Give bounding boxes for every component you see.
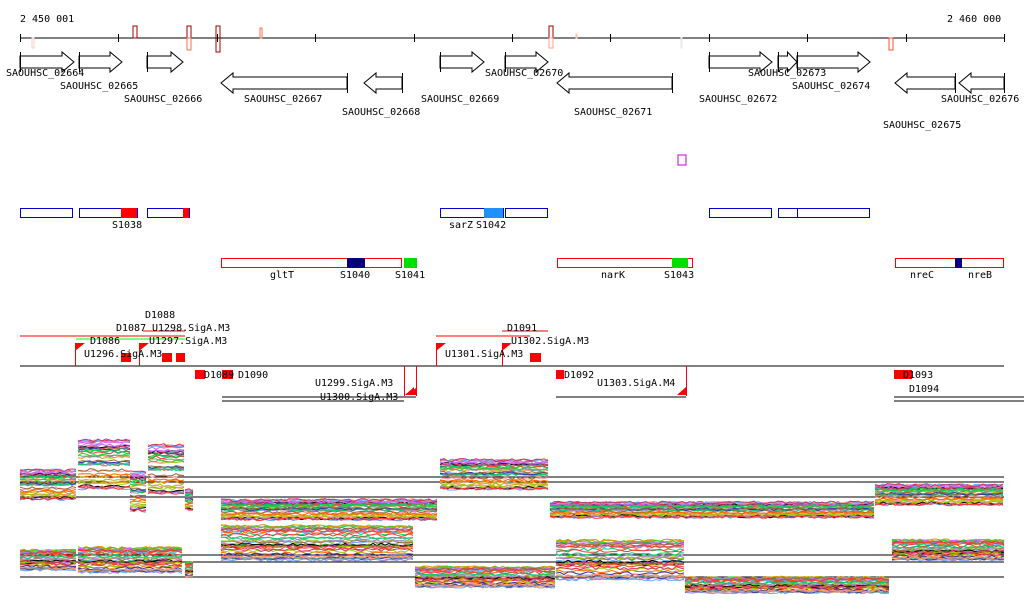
feature-label: narK xyxy=(601,270,625,281)
feature-box[interactable] xyxy=(79,208,138,218)
gene-arrow[interactable]: SAOUHSC_02671 xyxy=(556,71,673,118)
terminator-label: D1093 xyxy=(903,370,933,381)
gene-arrow[interactable]: SAOUHSC_02669 xyxy=(421,50,499,105)
gene-label: SAOUHSC_02668 xyxy=(342,107,420,118)
expression-line xyxy=(19,462,1004,512)
expression-line xyxy=(19,535,1005,585)
feature-box[interactable] xyxy=(221,258,402,268)
feature-box[interactable] xyxy=(557,258,693,268)
expression-line xyxy=(19,485,1004,522)
feature-box[interactable] xyxy=(404,258,417,268)
gene-label: SAOUHSC_02669 xyxy=(421,94,499,105)
gene-label: SAOUHSC_02665 xyxy=(60,81,138,92)
gene-arrow[interactable]: SAOUHSC_02670 xyxy=(485,50,563,79)
feature-label: S1043 xyxy=(664,270,694,281)
gene-label: SAOUHSC_02670 xyxy=(485,68,563,79)
axis-ticks xyxy=(20,34,1005,42)
feature-box[interactable] xyxy=(20,208,73,218)
promoter-label: U1301.SigA.M3 xyxy=(445,349,523,360)
expression-line xyxy=(19,544,1005,589)
expression-line xyxy=(19,554,1005,593)
promoter-label: U1296.SigA.M3 xyxy=(84,349,162,360)
feature-label: S1041 xyxy=(395,270,425,281)
feature-label: S1042 xyxy=(476,220,506,231)
expression-line xyxy=(19,438,1004,505)
terminator-label: D1090 xyxy=(238,370,268,381)
feature-label: sarZ xyxy=(449,220,473,231)
expression-line xyxy=(19,529,1005,582)
feature-box[interactable] xyxy=(440,208,504,218)
feature-label: S1040 xyxy=(340,270,370,281)
feature-label: nreC xyxy=(910,270,934,281)
expression-line xyxy=(19,478,1004,519)
feature-box[interactable] xyxy=(505,208,548,218)
gene-label: SAOUHSC_02673 xyxy=(748,68,826,79)
promoter-label: U1299.SigA.M3 xyxy=(315,378,393,389)
promoter-label: U1298.SigA.M3 xyxy=(152,323,230,334)
feature-label: gltT xyxy=(270,270,294,281)
gene-arrow[interactable]: SAOUHSC_02672 xyxy=(699,50,777,105)
coordinate-axis: 2 450 001 2 460 000 xyxy=(20,14,1005,53)
promoter-label: U1302.SigA.M3 xyxy=(511,336,589,347)
feature-box[interactable] xyxy=(895,258,1004,268)
feature-box[interactable] xyxy=(778,208,870,218)
axis-start-label: 2 450 001 xyxy=(20,14,74,25)
gene-arrow[interactable]: SAOUHSC_02674 xyxy=(792,50,871,92)
terminator-label: D1087 xyxy=(116,323,146,334)
minus-strand-features: gltT S1040 S1041 narK S1043 nreC nreB xyxy=(221,258,1004,281)
gene-label: SAOUHSC_02674 xyxy=(792,81,870,92)
gene-arrow[interactable]: SAOUHSC_02676 xyxy=(941,71,1019,105)
gene-label: SAOUHSC_02676 xyxy=(941,94,1019,105)
terminator-label: D1092 xyxy=(564,370,594,381)
gene-label: SAOUHSC_02671 xyxy=(574,107,652,118)
gene-arrow[interactable]: SAOUHSC_02673 xyxy=(748,50,826,79)
gene-arrow[interactable]: SAOUHSC_02665 xyxy=(60,50,138,92)
feature-marker[interactable] xyxy=(677,154,687,166)
feature-box[interactable] xyxy=(709,208,772,218)
terminator-label: D1091 xyxy=(507,323,537,334)
gene-arrow[interactable]: SAOUHSC_02675 xyxy=(883,71,961,131)
gene-arrow[interactable]: SAOUHSC_02668 xyxy=(342,71,420,118)
promoter-label: U1297.SigA.M3 xyxy=(149,336,227,347)
expression-line xyxy=(19,459,1004,511)
expression-line xyxy=(19,449,1004,509)
expression-profiles xyxy=(19,438,1005,595)
gene-label: SAOUHSC_02667 xyxy=(244,94,322,105)
gene-label: SAOUHSC_02675 xyxy=(883,120,961,131)
gene-label: SAOUHSC_02672 xyxy=(699,94,777,105)
terminator-label: D1086 xyxy=(90,336,120,347)
axis-end-label: 2 460 000 xyxy=(947,14,1001,25)
feature-label: nreB xyxy=(968,270,992,281)
plus-strand-features: S1038 sarZ S1042 xyxy=(20,208,870,231)
gene-label: SAOUHSC_02666 xyxy=(124,94,202,105)
regulatory-track: U1296.SigA.M3 U1297.SigA.M3 U1298.SigA.M… xyxy=(20,310,1024,403)
gene-arrow[interactable]: SAOUHSC_02664 xyxy=(6,50,84,79)
terminator-label: D1088 xyxy=(145,310,175,321)
gene-arrow[interactable]: SAOUHSC_02666 xyxy=(124,50,202,105)
terminator-label: D1089 xyxy=(204,370,234,381)
snp-markers xyxy=(31,25,894,53)
gene-label: SAOUHSC_02664 xyxy=(6,68,84,79)
gene-arrow[interactable]: SAOUHSC_02667 xyxy=(220,71,348,105)
promoter-label: U1303.SigA.M4 xyxy=(597,378,675,389)
feature-box[interactable] xyxy=(147,208,190,218)
feature-label: S1038 xyxy=(112,220,142,231)
terminator-label: D1094 xyxy=(909,384,939,395)
promoter-label: U1300.SigA.M3 xyxy=(320,392,398,403)
expression-line xyxy=(19,472,1004,516)
